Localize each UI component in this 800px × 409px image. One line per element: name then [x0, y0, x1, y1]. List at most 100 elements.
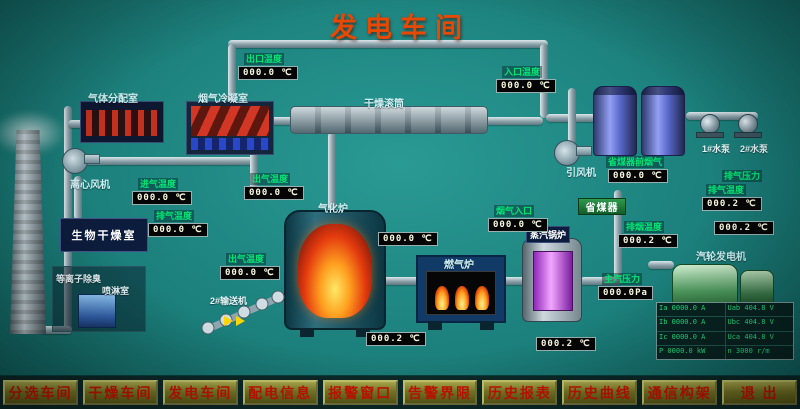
- vessel-leg: [300, 328, 314, 337]
- label-gas-distribution: 气体分配室: [88, 94, 138, 105]
- panel-row: Ib 0000.0 A Ubc 404.8 V: [657, 317, 793, 332]
- centrifugal-fan: [62, 148, 88, 174]
- panel-cell: Uca 404.8 V: [727, 332, 774, 341]
- label-conveyor2: 2#输送机: [210, 296, 248, 306]
- gas-distribution-tubes: [86, 110, 158, 136]
- water-pump-2: [738, 114, 758, 134]
- panel-row: P 0000.0 kW n 3000 r/m: [657, 345, 793, 359]
- pipe-segment: [268, 117, 294, 125]
- menu-button-exit[interactable]: 退 出: [722, 380, 798, 405]
- panel-cell: Ib 0000.0 A: [657, 317, 726, 331]
- pipe-segment: [580, 277, 622, 285]
- furnace-flame: [475, 286, 489, 310]
- generator-data-panel: Ia 0000.0 A Uab 404.8 V Ib 0000.0 A Ubc …: [656, 302, 794, 360]
- tank-cap: [594, 87, 636, 95]
- water-pump-1: [700, 114, 720, 134]
- sensor-label: 排气压力: [722, 170, 763, 182]
- boiler-core: [533, 251, 573, 311]
- label-flue-condenser: 烟气冷凝室: [198, 94, 248, 105]
- fan-outlet: [576, 146, 592, 156]
- pipe-segment: [228, 40, 548, 48]
- sensor-display: 000.2 ℃: [618, 234, 678, 248]
- panel-row: Ic 0000.0 A Uca 404.8 V: [657, 331, 793, 346]
- menu-bar: 分选车间 干燥车间 发电车间 配电信息 报警窗口 告警界限 历史报表 历史曲线 …: [0, 375, 800, 409]
- menu-button-history-curve[interactable]: 历史曲线: [562, 380, 638, 405]
- drying-drum: [290, 106, 488, 134]
- panel-cell: Ic 0000.0 A: [657, 331, 726, 345]
- spray-unit: [78, 294, 116, 328]
- conveyor-direction-arrow: [224, 316, 233, 326]
- condenser-cold-section: [191, 138, 269, 150]
- gasifier-vessel: [284, 210, 386, 337]
- storage-tank-2: [641, 86, 685, 156]
- pipe-segment: [68, 120, 84, 128]
- sensor-display: 000.2 ℃: [366, 332, 426, 346]
- sensor-display: 000.0 ℃: [132, 191, 192, 205]
- sensor-label: 出口温度: [244, 53, 285, 65]
- panel-cell: Uab 404.8 V: [727, 304, 774, 312]
- pump-base: [734, 132, 762, 138]
- furnace-flame: [435, 286, 449, 310]
- chimney: [10, 130, 46, 334]
- condenser-hot-section: [191, 106, 269, 136]
- pipe-segment: [328, 132, 336, 214]
- sensor-label: 主汽压力: [602, 273, 643, 285]
- label-turbine-generator: 汽轮发电机: [696, 252, 746, 263]
- sensor-label: 排烟温度: [624, 221, 665, 233]
- sensor-display: 000.0 ℃: [488, 218, 548, 232]
- panel-cell: Ubc 404.8 V: [727, 318, 774, 327]
- pipe-segment: [686, 112, 758, 120]
- sensor-label: 排气温度: [154, 210, 195, 222]
- sensor-label: 出气温度: [226, 253, 267, 265]
- menu-button-alarm-limits[interactable]: 告警界限: [402, 380, 478, 405]
- conveyor-direction-arrow: [236, 316, 245, 326]
- sensor-display: 000.0 ℃: [148, 223, 208, 237]
- bio-drying-room-label: 生物干燥室: [71, 230, 137, 242]
- vessel-leg: [480, 321, 494, 330]
- sensor-label: 排气温度: [706, 184, 747, 196]
- furnace-flame: [455, 286, 469, 310]
- panel-cell: P 0000.0 kW: [657, 345, 726, 359]
- pipe-segment: [568, 88, 576, 144]
- pipe-segment: [74, 176, 82, 220]
- economizer-badge: 省煤器: [578, 198, 626, 215]
- menu-button-power-workshop[interactable]: 发电车间: [162, 380, 238, 405]
- sensor-display: 000.0 ℃: [496, 79, 556, 93]
- sensor-display: 000.0Pa: [598, 286, 653, 300]
- label-pump1: 1#水泵: [702, 144, 731, 154]
- pipe-segment: [68, 157, 254, 165]
- flue-gas-condenser: [186, 101, 274, 155]
- menu-button-history-report[interactable]: 历史报表: [482, 380, 558, 405]
- pump-base: [696, 132, 724, 138]
- menu-button-alarm-window[interactable]: 报警窗口: [322, 380, 398, 405]
- tank-cap: [642, 87, 684, 95]
- menu-button-drying-workshop[interactable]: 干燥车间: [82, 380, 158, 405]
- label-centrifugal-fan: 离心风机: [70, 180, 110, 191]
- fan-outlet: [84, 154, 100, 164]
- menu-button-sorting-workshop[interactable]: 分选车间: [3, 380, 78, 405]
- label-gas-furnace: 燃气炉: [444, 260, 474, 271]
- pipe-segment: [228, 44, 236, 104]
- panel-cell: Ia 0000.0 A: [657, 303, 726, 317]
- sensor-display: 000.0 ℃: [608, 169, 668, 183]
- furnace-window: [426, 271, 496, 315]
- gas-distribution-chamber: [80, 101, 164, 143]
- menu-button-distribution-info[interactable]: 配电信息: [242, 380, 318, 405]
- vessel-leg: [356, 328, 370, 337]
- sensor-label: 入口温度: [502, 66, 543, 78]
- sensor-label: 出气温度: [250, 173, 291, 185]
- pipe-segment: [648, 261, 674, 269]
- vessel-leg: [428, 321, 442, 330]
- sensor-display: 000.0 ℃: [378, 232, 438, 246]
- sensor-display: 000.2 ℃: [702, 197, 762, 211]
- sensor-display: 000.0 ℃: [244, 186, 304, 200]
- bio-drying-room: 生物干燥室: [60, 218, 148, 252]
- sensor-display: 000.0 ℃: [220, 266, 280, 280]
- steam-boiler-vessel: [522, 238, 582, 322]
- gasifier-flame: [298, 224, 372, 318]
- menu-button-comm-structure[interactable]: 通信构架: [642, 380, 718, 405]
- label-plasma-deodorizer: 等离子除臭: [56, 274, 102, 284]
- label-pump2: 2#水泵: [740, 144, 769, 154]
- sensor-label: 烟气入口: [494, 205, 535, 217]
